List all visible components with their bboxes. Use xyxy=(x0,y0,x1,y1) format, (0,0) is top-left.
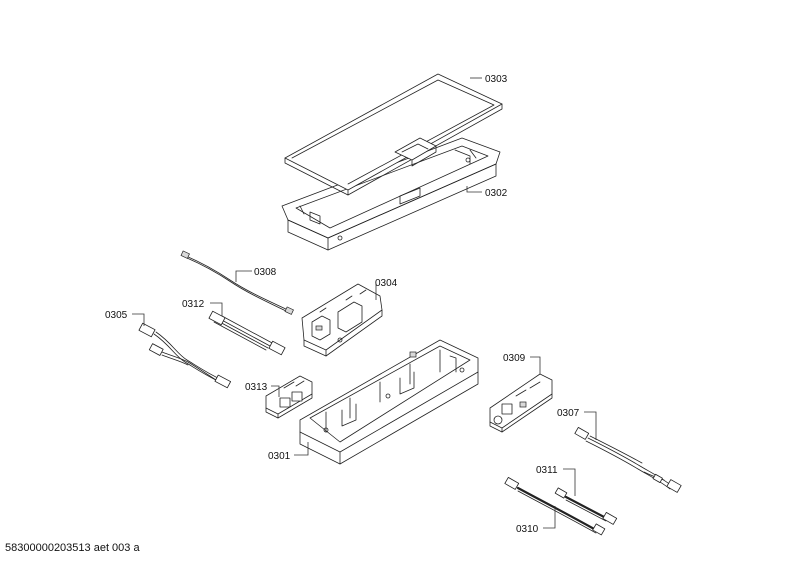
part-0309-pcb xyxy=(489,373,553,433)
part-0303-cover xyxy=(284,73,503,196)
leader-lines xyxy=(132,77,597,529)
callout-0307: 0307 xyxy=(557,408,580,419)
callout-0312: 0312 xyxy=(182,299,205,310)
part-0308-wire xyxy=(180,250,294,315)
part-0304-pcb xyxy=(301,283,383,357)
callout-labels: 0303 0302 0308 0304 0312 0305 0309 0313 … xyxy=(105,74,580,535)
part-0301-housing xyxy=(299,339,479,465)
callout-0301: 0301 xyxy=(268,451,291,462)
callout-0313: 0313 xyxy=(245,382,268,393)
callout-0304: 0304 xyxy=(375,278,398,289)
part-0311-cable xyxy=(554,487,618,525)
part-0310-cable xyxy=(504,477,606,536)
part-0313-pcb xyxy=(265,375,313,419)
callout-0309: 0309 xyxy=(503,353,526,364)
document-id: 58300000203513 aet 003 a xyxy=(5,542,140,554)
callout-0311: 0311 xyxy=(536,465,558,476)
part-0312-ribbon-cable xyxy=(208,310,286,356)
callout-0302: 0302 xyxy=(485,188,508,199)
callout-0310: 0310 xyxy=(516,524,539,535)
callout-0308: 0308 xyxy=(254,267,277,278)
part-0307-harness xyxy=(574,427,682,493)
part-0302-tray xyxy=(281,137,501,251)
callout-0303: 0303 xyxy=(485,74,508,85)
callout-0305: 0305 xyxy=(105,310,128,321)
part-0305-harness xyxy=(138,322,231,389)
